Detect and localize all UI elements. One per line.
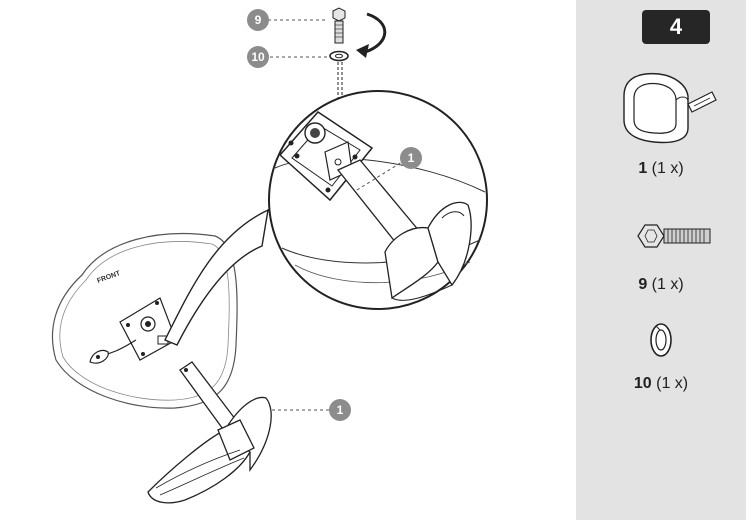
seat-lever bbox=[89, 339, 137, 364]
magnifier-connector bbox=[164, 208, 269, 346]
callout-bracket-detail: 1 bbox=[400, 147, 422, 169]
tighten-rotation-arrow bbox=[356, 12, 387, 58]
spring-washer-icon bbox=[650, 323, 672, 357]
callout-washer: 10 bbox=[247, 46, 269, 68]
part-caption: 9 (1 x) bbox=[576, 276, 746, 294]
part-caption: 10 (1 x) bbox=[576, 375, 746, 393]
exploded-bolt bbox=[332, 7, 346, 44]
callout-washer-label: 10 bbox=[251, 50, 265, 64]
parts-list-panel: 4 1 (1 x) 9 (1 x) 10 (1 x) bbox=[576, 0, 746, 520]
part-quantity: (1 x) bbox=[651, 276, 684, 293]
step-number-badge: 4 bbox=[642, 10, 710, 44]
part-quantity: (1 x) bbox=[656, 375, 689, 392]
callout-bolt-label: 9 bbox=[255, 13, 262, 27]
part-number: 10 bbox=[633, 375, 652, 392]
callout-bolt: 9 bbox=[247, 9, 269, 31]
seat-mechanism-plate bbox=[119, 297, 177, 361]
detail-magnifier bbox=[268, 90, 488, 310]
part-quantity: (1 x) bbox=[651, 160, 684, 177]
callout-bracket-main-label: 1 bbox=[337, 403, 344, 417]
armrest-assembly bbox=[147, 361, 272, 504]
hex-bolt-icon bbox=[637, 224, 711, 248]
callout-bracket-main: 1 bbox=[329, 399, 351, 421]
part-caption: 1 (1 x) bbox=[576, 160, 746, 178]
exploded-washer bbox=[329, 50, 349, 62]
assembly-diagram: FRONT bbox=[51, 7, 488, 504]
bracket-detail-leader bbox=[356, 161, 403, 191]
part-number: 1 bbox=[638, 160, 648, 177]
part-number: 9 bbox=[638, 276, 648, 293]
armrest-bracket-icon bbox=[623, 72, 717, 144]
callout-bracket-detail-label: 1 bbox=[408, 151, 415, 165]
